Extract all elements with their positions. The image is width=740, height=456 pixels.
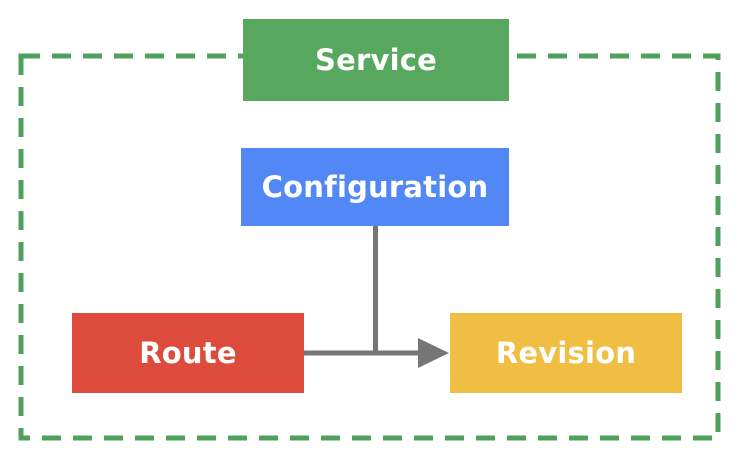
node-service-label: Service [315, 42, 437, 77]
node-service[interactable]: Service [243, 19, 509, 101]
node-revision-label: Revision [495, 335, 637, 370]
arrowhead-icon [418, 338, 449, 368]
node-route-label: Route [139, 335, 237, 370]
node-configuration[interactable]: Configuration [241, 148, 509, 226]
node-revision[interactable]: Revision [450, 313, 682, 393]
node-configuration-label: Configuration [261, 169, 489, 204]
node-route[interactable]: Route [72, 313, 304, 393]
